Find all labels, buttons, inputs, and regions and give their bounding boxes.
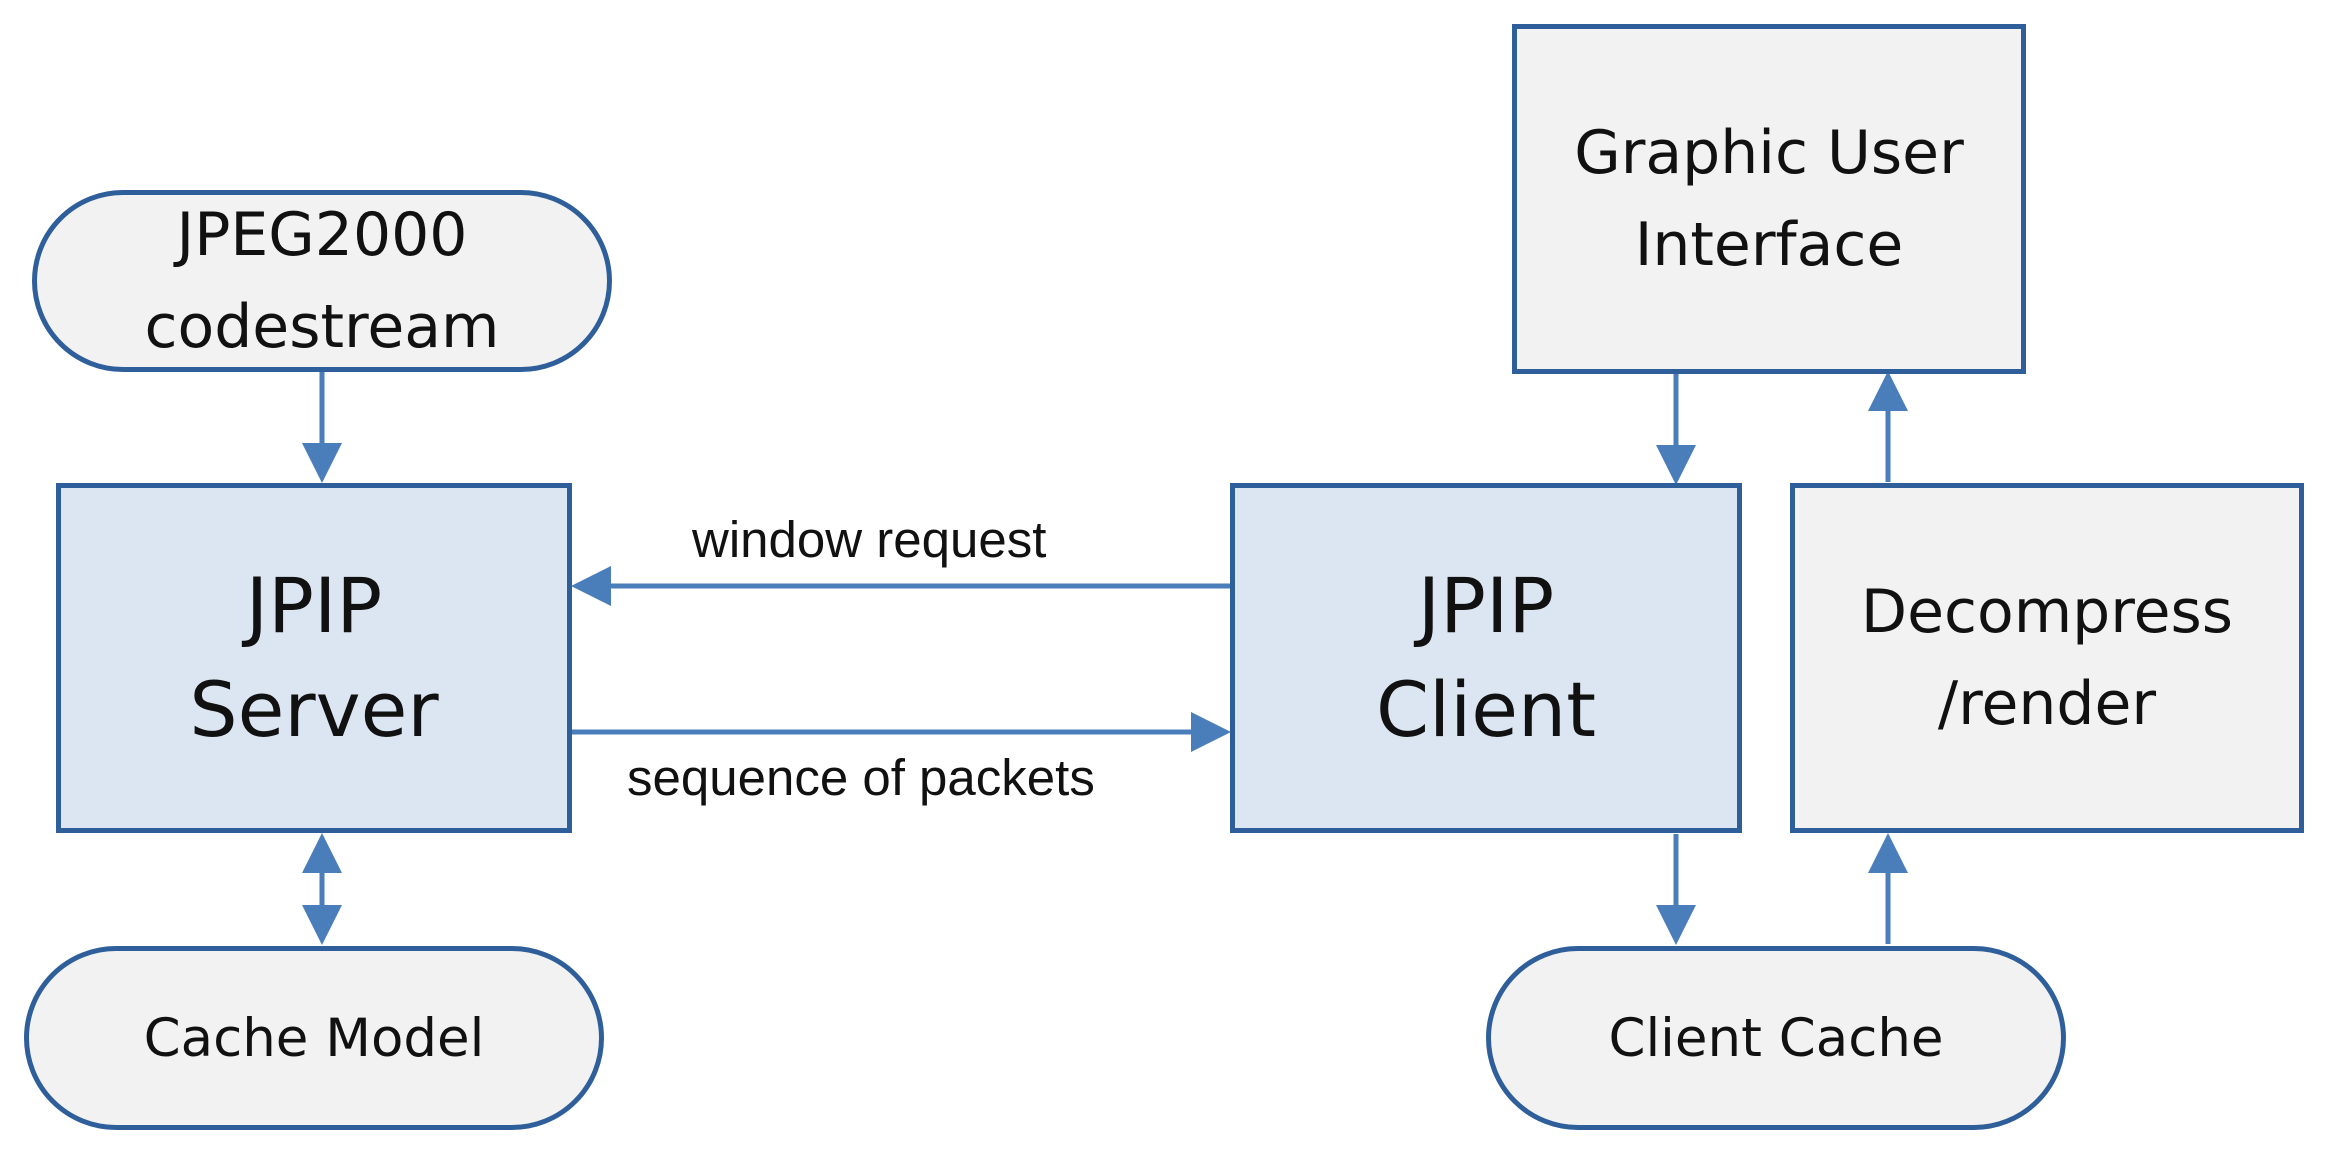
jpip-client-node: JPIP Client — [1230, 483, 1742, 833]
jpip-server-label-line1: JPIP — [245, 561, 383, 650]
decompress-label-line2: /render — [1937, 669, 2157, 739]
cache-model-node: Cache Model — [24, 946, 604, 1130]
jpeg2000-codestream-node: JPEG2000 codestream — [32, 190, 612, 372]
window-request-label: window request — [692, 511, 1047, 568]
gui-label-line2: Interface — [1634, 210, 1904, 280]
jpip-client-label-line1: JPIP — [1417, 561, 1555, 650]
cache-model-label: Cache Model — [143, 1007, 485, 1069]
jpip-server-label-line2: Server — [189, 665, 439, 754]
client-cache-node: Client Cache — [1486, 946, 2066, 1130]
jpip-client-label-line2: Client — [1375, 665, 1597, 754]
jpeg2000-label-line1: JPEG2000 — [176, 200, 468, 270]
client-cache-label: Client Cache — [1608, 1007, 1944, 1069]
jpeg2000-label-line2: codestream — [144, 292, 500, 362]
decompress-label-line1: Decompress — [1860, 577, 2234, 647]
gui-label-line1: Graphic User — [1574, 118, 1964, 188]
decompress-render-node: Decompress /render — [1790, 483, 2304, 833]
jpip-server-node: JPIP Server — [56, 483, 572, 833]
sequence-of-packets-label: sequence of packets — [627, 749, 1095, 806]
graphic-user-interface-node: Graphic User Interface — [1512, 24, 2026, 374]
